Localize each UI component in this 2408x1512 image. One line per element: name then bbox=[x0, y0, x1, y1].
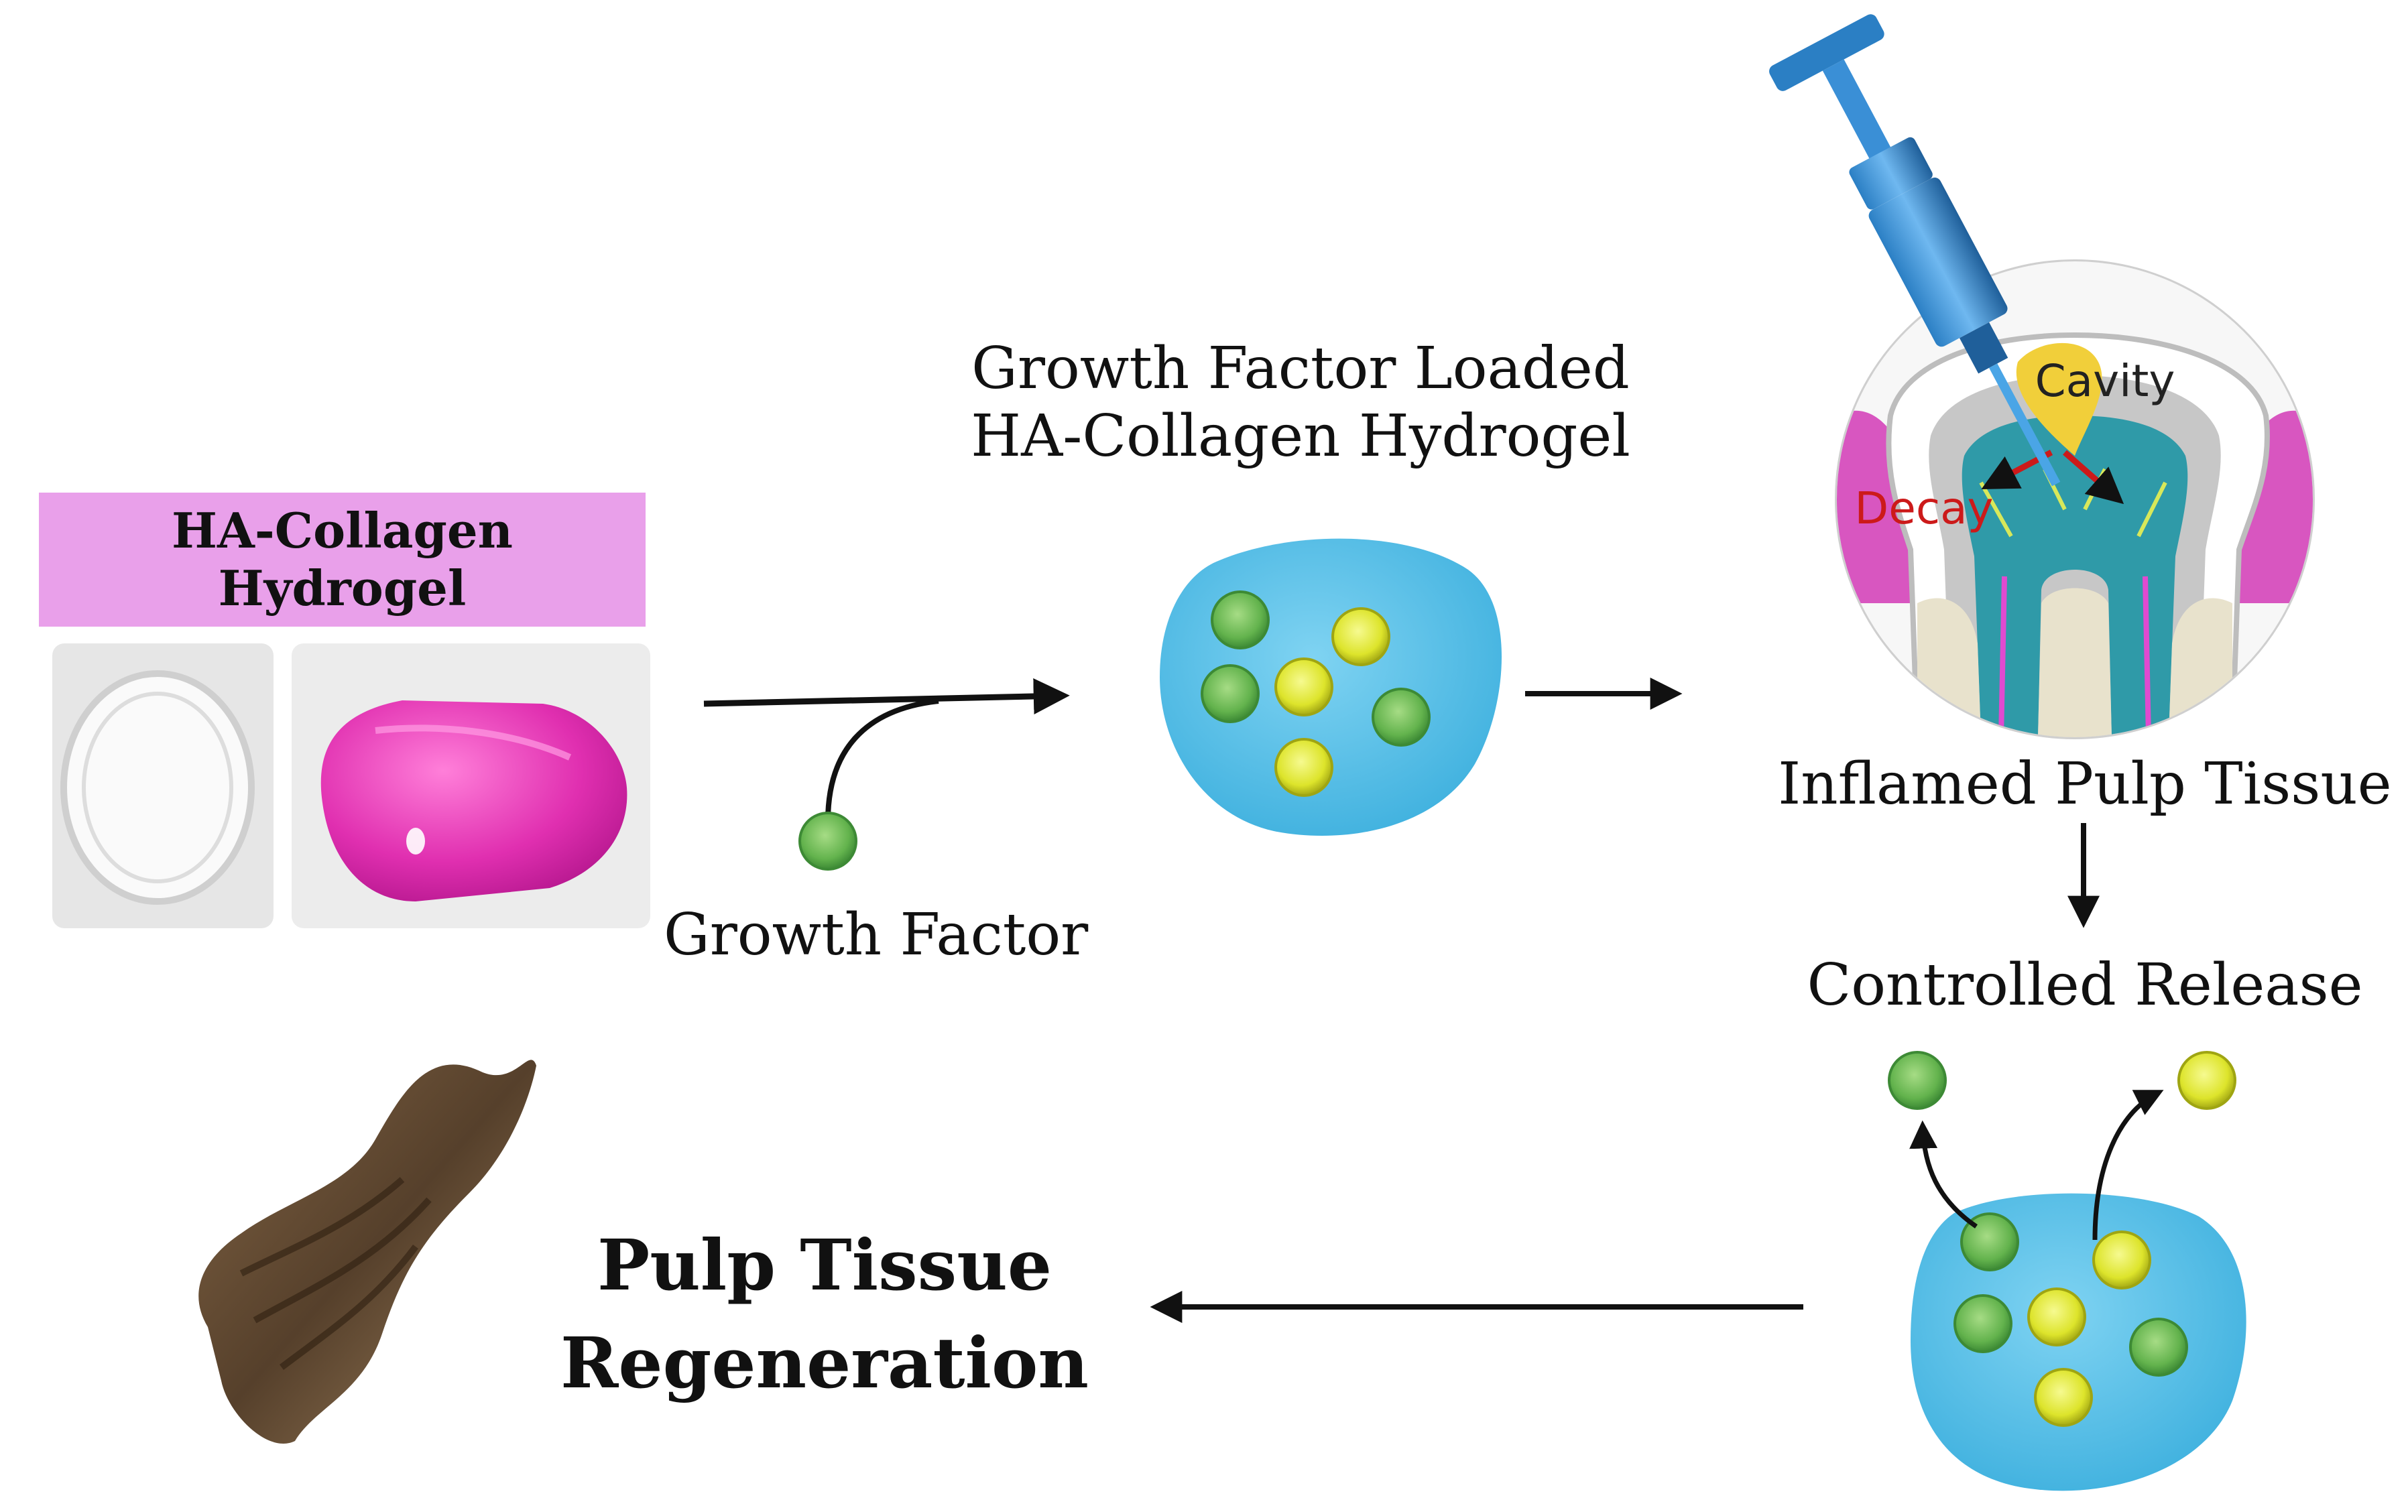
arrow-to-loaded-gel bbox=[703, 678, 1070, 714]
pulp-chamber bbox=[1962, 416, 2188, 737]
release-arrow-left bbox=[1909, 1120, 1978, 1228]
loaded-particle bbox=[1274, 657, 1333, 716]
inflamed-pulp-tissue-label: Inflamed Pulp Tissue bbox=[1778, 751, 2392, 818]
loaded-particle bbox=[1201, 664, 1260, 723]
loaded-hydrogel-blob bbox=[1160, 538, 1502, 836]
tooth-illustration bbox=[1835, 259, 2315, 739]
hydrogel-label-line2: Hydrogel bbox=[218, 560, 467, 617]
loaded-hydrogel-label-line2: HA-Collagen Hydrogel bbox=[971, 403, 1630, 470]
pulp-regeneration-line1: Pulp Tissue bbox=[597, 1224, 1052, 1306]
release-particle bbox=[2092, 1231, 2151, 1289]
pulp-regeneration-line2: Regeneration bbox=[560, 1321, 1089, 1404]
release-arrow-right bbox=[2092, 1090, 2164, 1241]
release-particle bbox=[2027, 1287, 2086, 1346]
release-particle bbox=[1960, 1212, 2019, 1271]
syringe-icon bbox=[1769, 14, 2061, 487]
released-yellow-particle bbox=[2177, 1051, 2236, 1110]
controlled-release-label: Controlled Release bbox=[1807, 952, 2363, 1019]
loaded-hydrogel-label: Growth Factor Loaded HA-Collagen Hydroge… bbox=[912, 335, 1689, 471]
cavity-label: Cavity bbox=[2035, 355, 2175, 407]
loaded-particle bbox=[1331, 607, 1390, 666]
loaded-hydrogel-label-line1: Growth Factor Loaded bbox=[971, 335, 1630, 402]
hydrogel-photo-panel bbox=[52, 643, 650, 928]
decay-arrow-right bbox=[2063, 450, 2124, 505]
growth-factor-label: Growth Factor bbox=[664, 901, 1089, 968]
growth-factor-merge-curve bbox=[825, 698, 939, 822]
release-particle bbox=[1953, 1294, 2012, 1353]
loaded-particle bbox=[1211, 590, 1270, 649]
loaded-particle bbox=[1274, 738, 1333, 797]
hydrogel-label-box: HA-Collagen Hydrogel bbox=[39, 493, 646, 627]
released-green-particle bbox=[1888, 1051, 1947, 1110]
clear-hydrogel-disc bbox=[60, 670, 255, 905]
hydrogel-label-line1: HA-Collagen bbox=[172, 501, 513, 559]
release-particle bbox=[2034, 1368, 2093, 1427]
release-particle bbox=[2129, 1318, 2188, 1377]
decay-label: Decay bbox=[1854, 483, 1994, 534]
pulp-regeneration-label: Pulp Tissue Regeneration bbox=[550, 1216, 1099, 1411]
regenerated-pulp-tissue-image bbox=[198, 1060, 536, 1444]
loaded-particle bbox=[1372, 688, 1431, 747]
release-hydrogel-blob bbox=[1911, 1193, 2246, 1491]
hydrogel-label: HA-Collagen Hydrogel bbox=[172, 502, 513, 618]
growth-factor-particle bbox=[798, 812, 857, 871]
cavity-region bbox=[2016, 342, 2102, 456]
